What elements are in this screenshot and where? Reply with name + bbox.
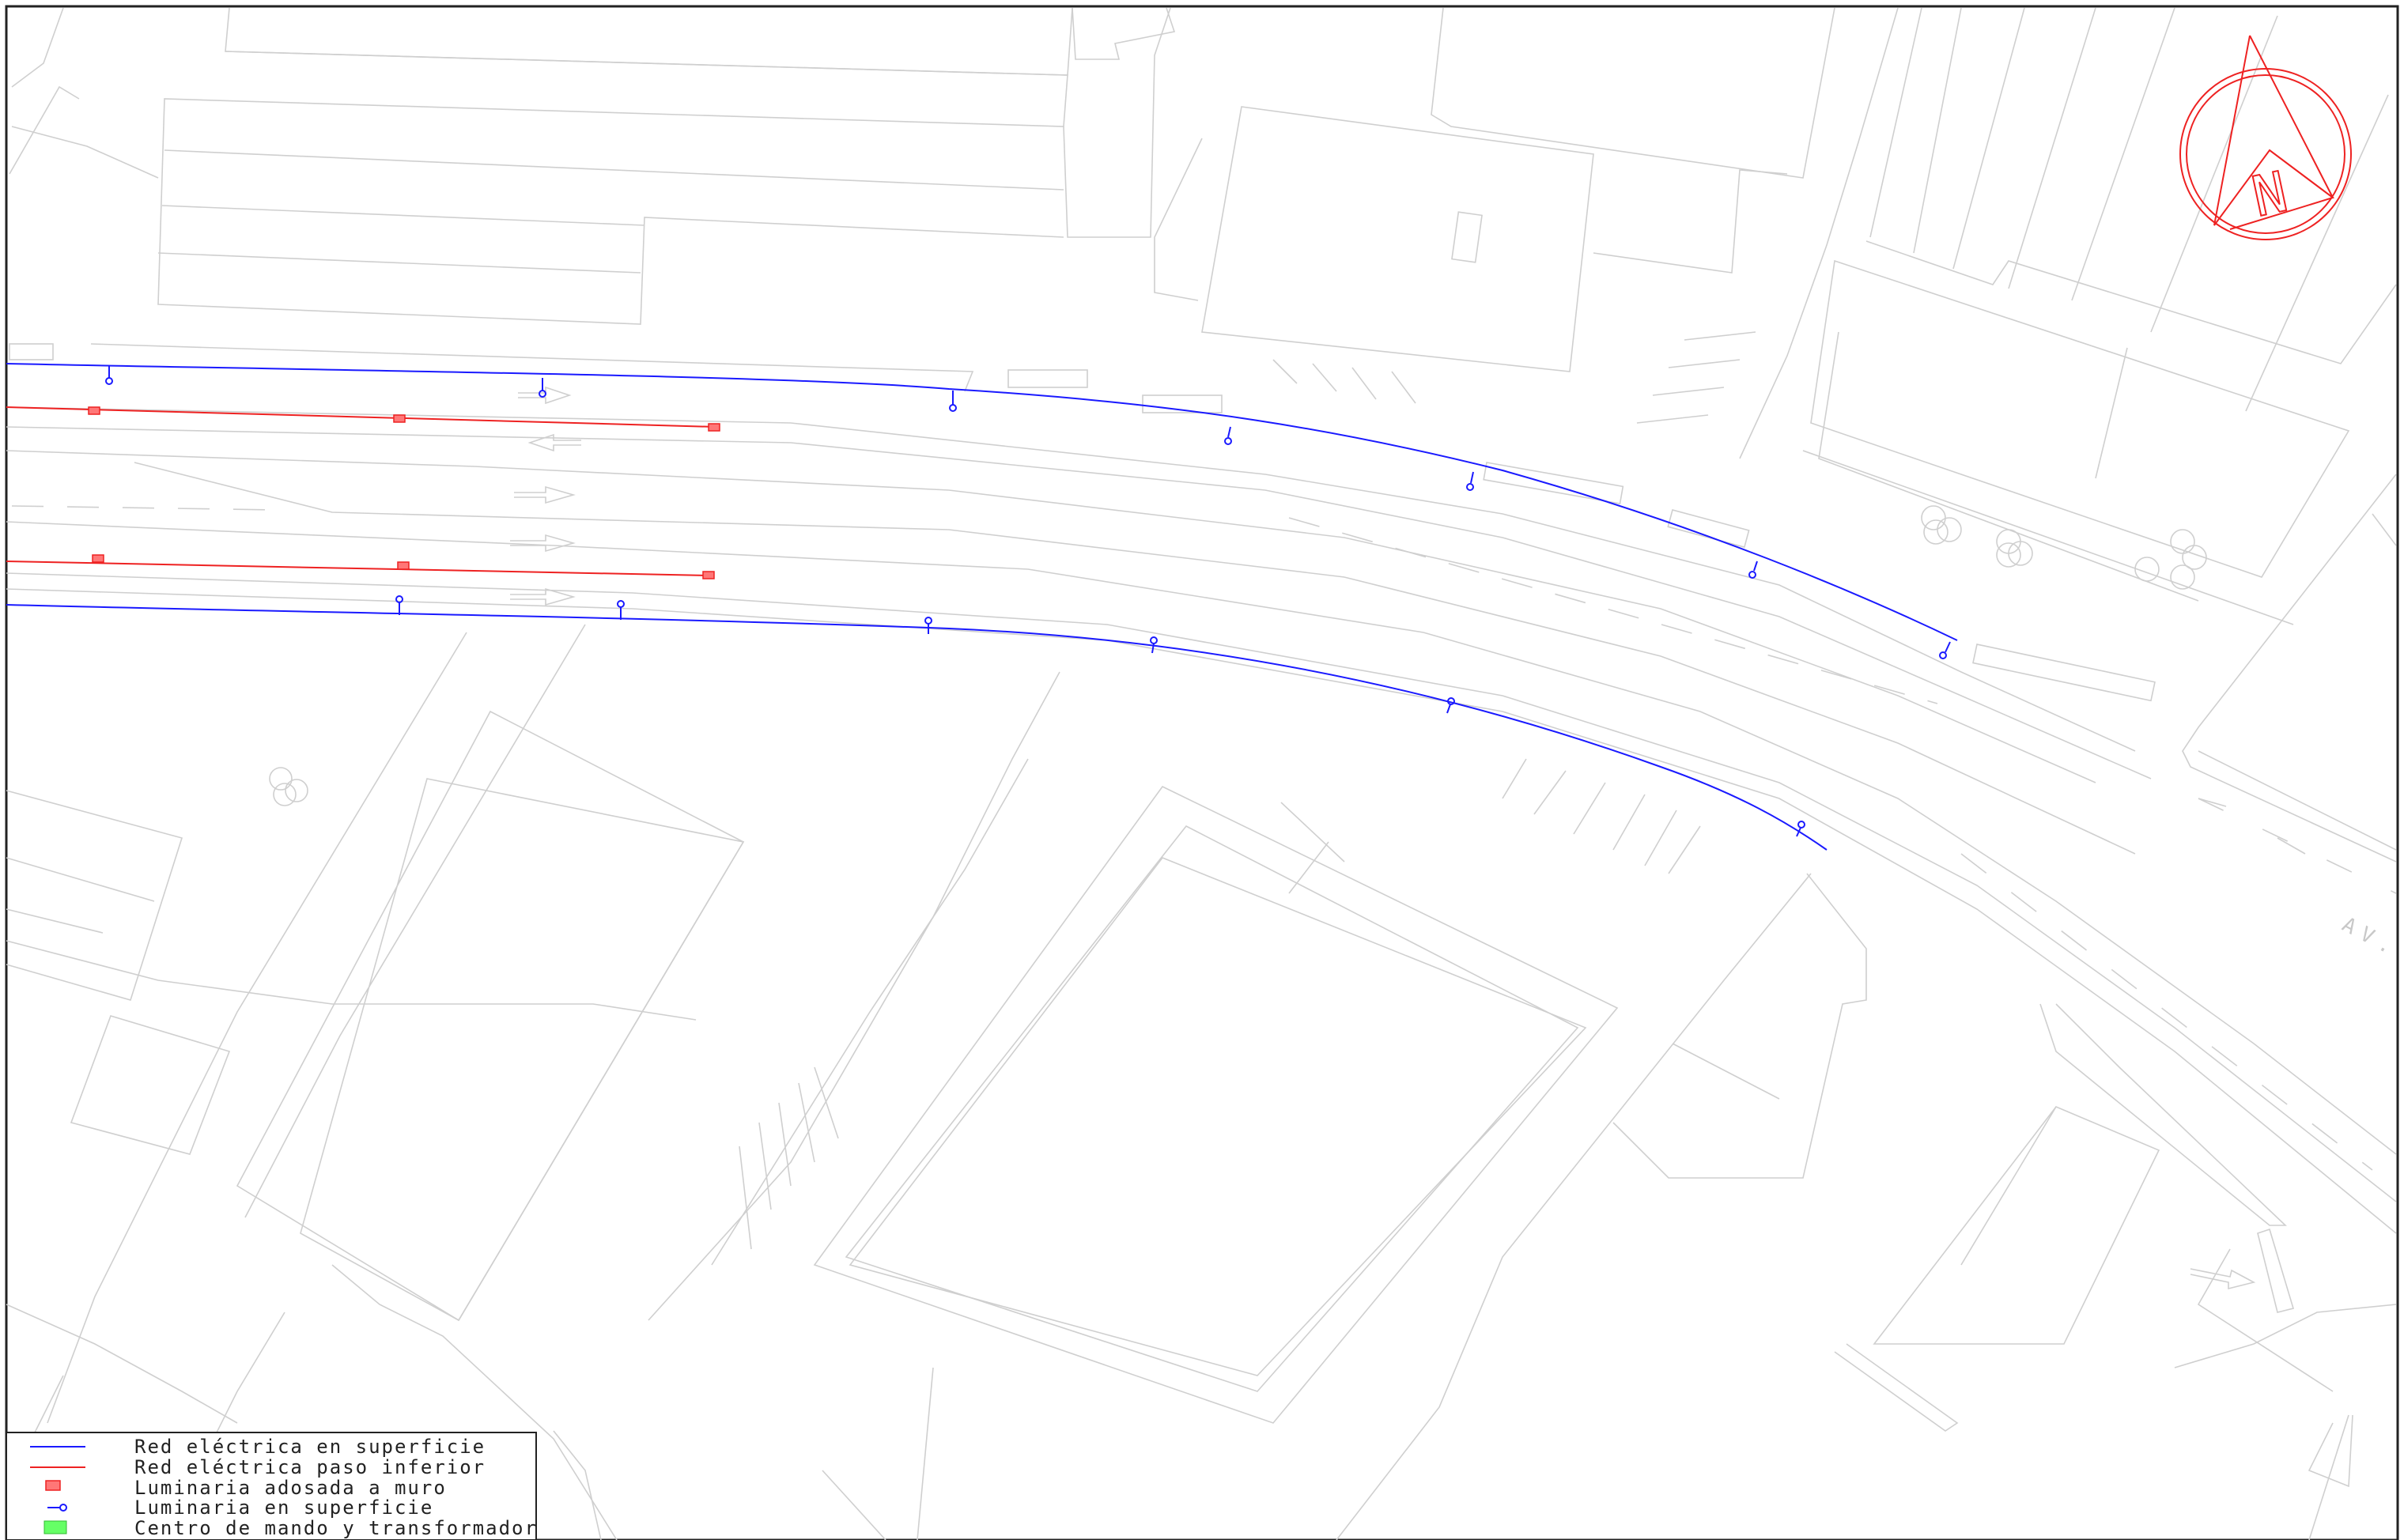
legend-box [6, 1432, 537, 1540]
legend-symbol-control-center [43, 1520, 67, 1534]
north-arrow-icon: N [2179, 35, 2352, 240]
crosswalk-markings [9, 343, 2156, 702]
surface-luminaire-icon[interactable] [105, 365, 113, 385]
legend-label-wall-luminaire: Luminaria adosada a muro [134, 1477, 447, 1499]
surface-luminaire-icon[interactable] [395, 595, 403, 615]
basemap [6, 7, 2397, 1540]
map-frame [5, 5, 2399, 1540]
surface-luminaire-icon[interactable] [1748, 561, 1758, 579]
surface-luminaire-icon[interactable] [617, 600, 625, 620]
legend-label-underpass-network: Red eléctrica paso inferior [134, 1456, 486, 1478]
surface-network-north [6, 363, 1958, 641]
legend-label-surface-network: Red eléctrica en superficie [134, 1436, 486, 1458]
wall-luminaire[interactable] [92, 554, 104, 563]
surface-network-south [6, 604, 1828, 851]
wall-luminaire[interactable] [88, 406, 100, 415]
surface-luminaire-icon[interactable] [1150, 636, 1158, 654]
legend-label-surface-luminaire: Luminaria en superficie [134, 1497, 433, 1519]
surface-luminaire-icon[interactable] [924, 617, 932, 634]
surface-luminaire-icon[interactable] [539, 378, 546, 398]
underpass-network-north [6, 406, 716, 428]
wall-luminaire[interactable] [397, 561, 410, 570]
legend-label-control-center: Centro de mando y transformador [134, 1517, 538, 1539]
surface-luminaire-icon[interactable] [1224, 426, 1232, 445]
legend: Red eléctrica en superficie Red eléctric… [6, 1432, 538, 1540]
surface-luminaire-icon[interactable] [1466, 471, 1474, 491]
surface-luminaires [105, 365, 1951, 837]
surface-luminaire-icon[interactable] [1446, 697, 1455, 714]
underpass-network [6, 406, 716, 576]
north-letter: N [2247, 159, 2292, 229]
wall-luminaire[interactable] [708, 423, 720, 432]
lane-arrow-icon [510, 386, 2256, 1290]
wall-luminaires [88, 406, 720, 579]
legend-symbol-wall-luminaire [45, 1480, 61, 1491]
surface-network [6, 363, 1958, 851]
wall-luminaire[interactable] [393, 414, 406, 423]
wall-luminaire[interactable] [702, 571, 715, 579]
underpass-network-south [6, 561, 709, 576]
surface-luminaire-icon[interactable] [949, 391, 957, 412]
surface-luminaire-icon[interactable] [1939, 641, 1951, 659]
tree-icon [269, 505, 2207, 806]
legend-symbol-surface-luminaire-icon [47, 1504, 67, 1512]
street-name-label: AV. [2338, 913, 2403, 963]
surface-luminaire-icon[interactable] [1796, 821, 1805, 837]
